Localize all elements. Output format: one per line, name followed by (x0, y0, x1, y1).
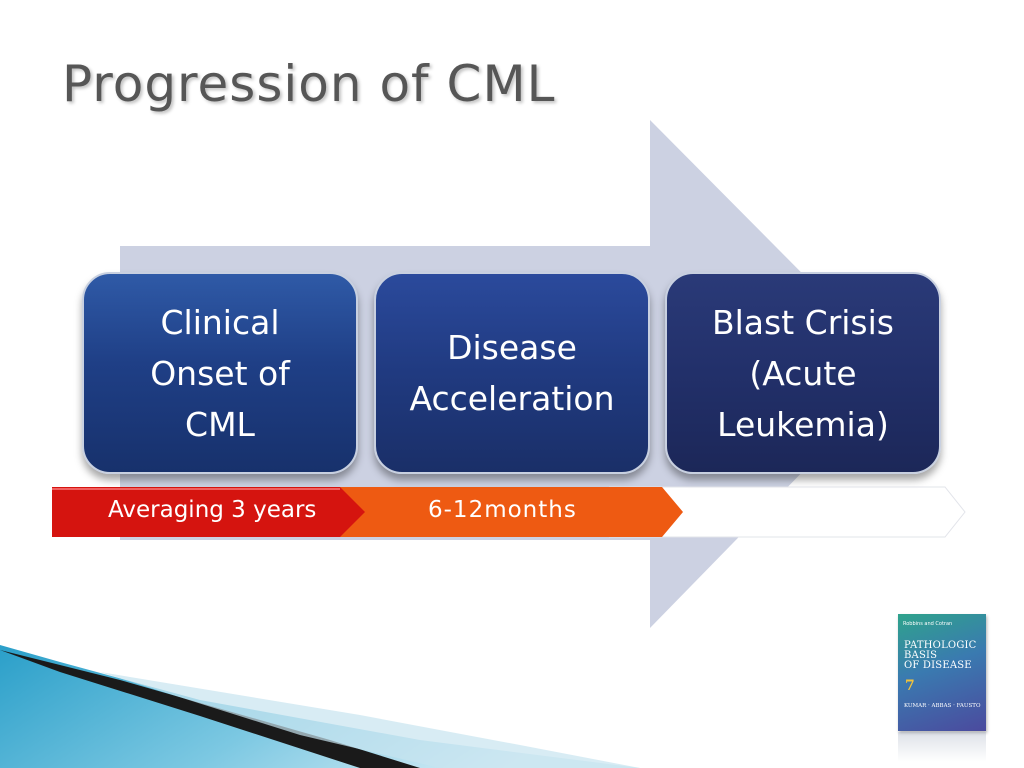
timeline-label-months: 6-12months (428, 497, 577, 523)
book-authors: KUMAR · ABBAS · FAUSTO (904, 703, 981, 709)
swoosh-pale (100, 672, 640, 768)
book-cover-image: Robbins and Cotran PATHOLOGIC BASIS OF D… (898, 614, 986, 731)
timeline-chevron-months (330, 487, 683, 537)
book-reflection (898, 732, 986, 762)
slide-title: Progression of CML (62, 55, 556, 113)
book-title: PATHOLOGIC BASIS OF DISEASE (904, 640, 977, 671)
book-series-text: Robbins and Cotran (903, 621, 953, 627)
swoosh-light (0, 645, 640, 768)
stage-disease-acceleration: Disease Acceleration (374, 272, 650, 474)
timeline-chevron-years (52, 487, 365, 537)
book-edition: 7 (905, 678, 915, 694)
stage-clinical-onset: Clinical Onset of CML (82, 272, 358, 474)
stage-blast-crisis: Blast Crisis (Acute Leukemia) (665, 272, 941, 474)
timeline-label-years: Averaging 3 years (108, 497, 317, 523)
